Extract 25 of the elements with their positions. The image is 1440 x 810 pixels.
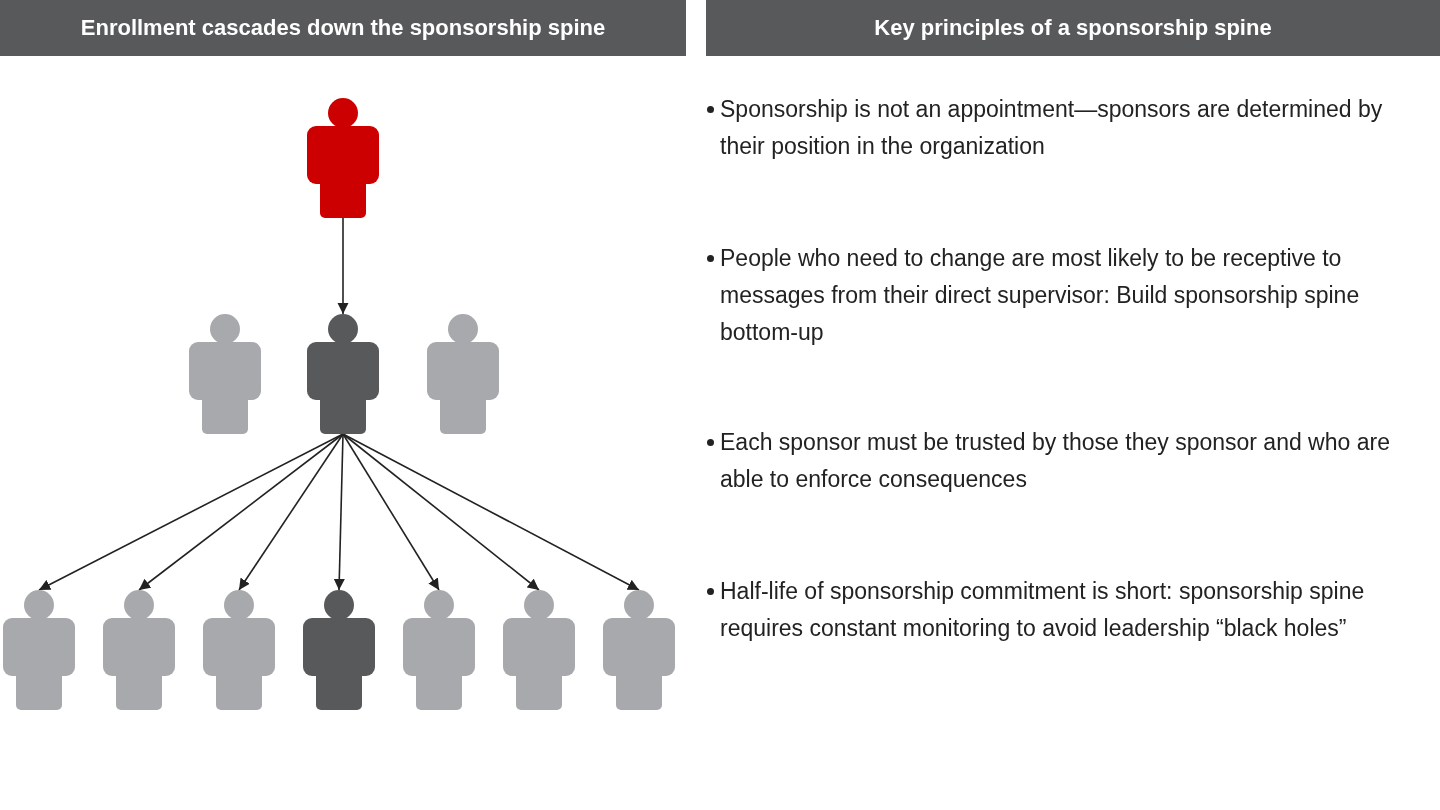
arrow	[238, 433, 344, 591]
arrow	[342, 433, 540, 591]
person-icon	[307, 314, 379, 434]
bullet-text: Each sponsor must be trusted by those they sponsor and who are able to enforce consequences	[720, 428, 1391, 494]
person-icon	[427, 314, 499, 434]
header-bar: Enrollment cascades down the sponsorship spine	[0, 0, 686, 56]
arrow	[342, 433, 440, 591]
person-icon	[203, 590, 275, 710]
person-icon	[103, 590, 175, 710]
person-icon	[603, 590, 675, 710]
person-icon	[189, 314, 261, 434]
arrow	[38, 433, 344, 591]
arrow	[342, 433, 640, 591]
bullet-text: People who need to change are most likely to be receptive to messages from their direct supervisor: Build sponsorship spine bottom-up	[720, 244, 1361, 347]
header-bar: Key principles of a sponsorship spine	[706, 0, 1440, 56]
person-icon	[3, 590, 75, 710]
person-icon	[503, 590, 575, 710]
bullet-text: Half-life of sponsorship commitment is short: sponsorship spine requires constant monitoring to avoid leadership “black holes”	[720, 577, 1366, 643]
person-icon	[307, 98, 379, 218]
arrow	[337, 217, 349, 315]
person-icon	[303, 590, 375, 710]
arrow	[333, 433, 345, 591]
arrow	[138, 433, 344, 591]
bullet-text: Sponsorship is not an appointment—sponsors are determined by their position in the organization	[720, 95, 1384, 161]
person-icon	[403, 590, 475, 710]
